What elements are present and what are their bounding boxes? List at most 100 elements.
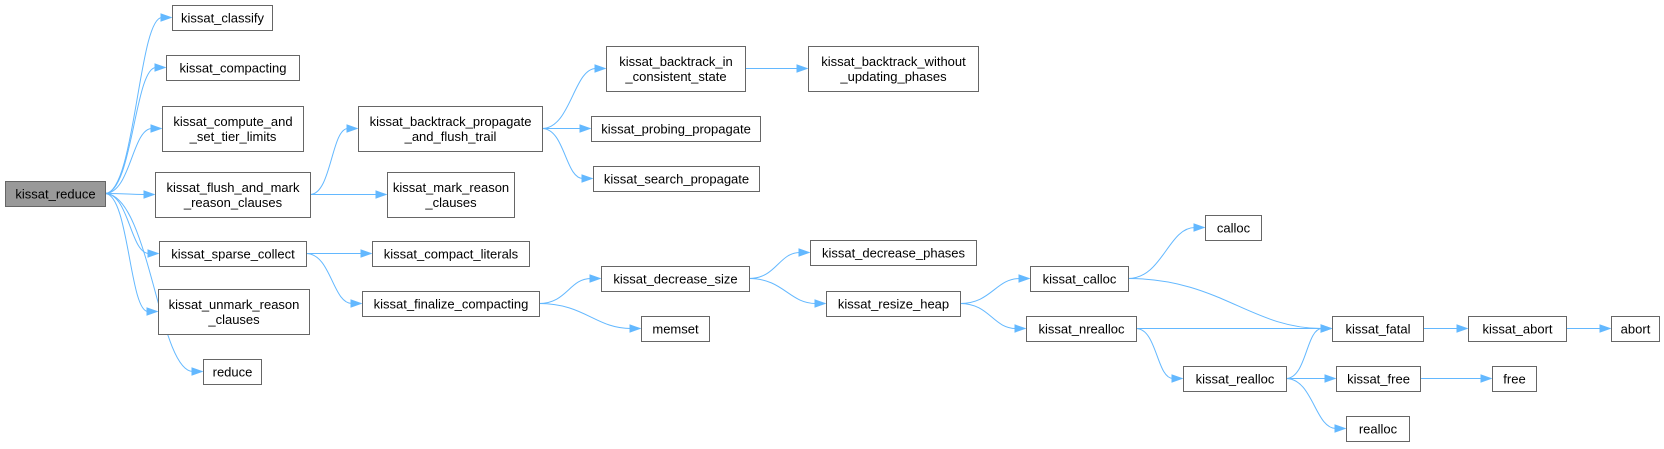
node-kissat-compute-and-set-tier-limits[interactable]: kissat_compute_and_set_tier_limits	[162, 106, 304, 152]
node-box	[387, 172, 515, 218]
node-label: realloc	[1359, 422, 1398, 437]
node-box	[159, 241, 307, 267]
node-label: free	[1503, 372, 1525, 387]
node-label: _clauses	[424, 195, 477, 210]
node-kissat-compacting[interactable]: kissat_compacting	[166, 55, 300, 81]
node-kissat-backtrack-in-consistent-state[interactable]: kissat_backtrack_in_consistent_state	[606, 46, 746, 92]
node-kissat-classify[interactable]: kissat_classify	[172, 5, 273, 31]
node-kissat-finalize-compacting[interactable]: kissat_finalize_compacting	[362, 291, 540, 317]
edge-kissat_backtrack_propagate_and_flush_trail-to-kissat_backtrack_in_consistent_state	[541, 64, 607, 129]
edge-line	[541, 128, 584, 179]
edge-kissat_flush_and_mark_reason_clauses-to-kissat_backtrack_propagate_and_flush_trail	[309, 124, 359, 195]
node-box	[1611, 316, 1660, 342]
node-kissat-nrealloc[interactable]: kissat_nrealloc	[1026, 316, 1137, 342]
edge-kissat_backtrack_in_consistent_state-to-kissat_backtrack_without_updating_phases	[744, 64, 809, 73]
edge-line	[104, 193, 149, 312]
edge-arrowhead	[1456, 324, 1469, 333]
node-kissat-decrease-size[interactable]: kissat_decrease_size	[601, 266, 750, 292]
node-kissat-calloc[interactable]: kissat_calloc	[1030, 266, 1129, 292]
edge-arrowhead	[146, 307, 159, 316]
node-box	[358, 106, 543, 152]
edge-kissat_calloc-to-calloc	[1127, 223, 1206, 279]
node-kissat-probing-propagate[interactable]: kissat_probing_propagate	[591, 116, 761, 142]
edge-arrowhead	[360, 249, 373, 258]
edge-line	[748, 278, 817, 304]
node-label: kissat_sparse_collect	[171, 247, 295, 262]
node-kissat-backtrack-propagate-and-flush-trail[interactable]: kissat_backtrack_propagate_and_flush_tra…	[358, 106, 543, 152]
node-layer: kissat_reduce kissat_classify kissat_compa…	[5, 5, 1660, 442]
node-label: memset	[652, 322, 699, 337]
node-kissat-fatal[interactable]: kissat_fatal	[1332, 316, 1424, 342]
node-kissat-free[interactable]: kissat_free	[1336, 366, 1421, 392]
edge-kissat_decrease_size-to-kissat_resize_heap	[748, 278, 827, 308]
edge-kissat_sparse_collect-to-kissat_compact_literals	[305, 249, 373, 258]
edge-kissat_abort-to-abort	[1566, 324, 1612, 333]
node-kissat-search-propagate[interactable]: kissat_search_propagate	[593, 166, 760, 192]
edge-arrowhead	[629, 324, 642, 333]
node-label: kissat_resize_heap	[838, 297, 949, 312]
node-label: kissat_reduce	[15, 187, 95, 202]
node-box	[162, 106, 304, 152]
node-label: _consistent_state	[624, 69, 726, 84]
node-label: _set_tier_limits	[189, 129, 277, 144]
edge-line	[538, 303, 632, 329]
edge-kissat_nrealloc-to-kissat_fatal	[1136, 324, 1333, 333]
node-label: kissat_probing_propagate	[601, 122, 751, 137]
node-box	[1030, 266, 1129, 292]
edge-line	[104, 193, 194, 372]
edge-kissat_realloc-to-realloc	[1285, 378, 1347, 433]
edge-arrowhead	[798, 248, 811, 257]
edge-arrowhead	[1480, 374, 1493, 383]
node-free[interactable]: free	[1492, 366, 1537, 392]
node-box	[362, 291, 540, 317]
edge-kissat_reduce-to-kissat_compacting	[104, 63, 167, 194]
node-label: kissat_classify	[181, 11, 265, 26]
node-box	[5, 181, 106, 207]
node-kissat-realloc[interactable]: kissat_realloc	[1183, 366, 1287, 392]
edge-line	[1285, 378, 1337, 429]
node-kissat-resize-heap[interactable]: kissat_resize_heap	[826, 291, 961, 317]
node-kissat-abort[interactable]: kissat_abort	[1468, 316, 1567, 342]
edge-kissat_resize_heap-to-kissat_calloc	[959, 274, 1031, 304]
node-box	[155, 172, 311, 218]
edge-line	[104, 17, 163, 194]
node-calloc[interactable]: calloc	[1205, 215, 1262, 241]
edge-kissat_reduce-to-kissat_sparse_collect	[104, 193, 160, 258]
node-label: kissat_nrealloc	[1039, 322, 1125, 337]
edge-arrowhead	[191, 367, 204, 376]
node-label: kissat_backtrack_in	[619, 54, 732, 69]
node-label: kissat_compacting	[180, 61, 287, 76]
edge-arrowhead	[796, 64, 809, 73]
edge-layer	[104, 13, 1612, 433]
edge-line	[959, 303, 1017, 329]
node-kissat-reduce[interactable]: kissat_reduce	[5, 181, 106, 207]
node-kissat-sparse-collect[interactable]: kissat_sparse_collect	[159, 241, 307, 267]
node-kissat-backtrack-without-updating-phases[interactable]: kissat_backtrack_without_updating_phases	[808, 46, 979, 92]
node-kissat-flush-and-mark-reason-clauses[interactable]: kissat_flush_and_mark_reason_clauses	[155, 172, 311, 218]
edge-kissat_backtrack_propagate_and_flush_trail-to-kissat_probing_propagate	[541, 124, 592, 133]
edge-kissat_sparse_collect-to-kissat_finalize_compacting	[305, 253, 363, 308]
edge-kissat_fatal-to-kissat_abort	[1423, 324, 1469, 333]
node-kissat-mark-reason-clauses[interactable]: kissat_mark_reason_clauses	[387, 172, 515, 218]
edge-arrowhead	[143, 190, 156, 199]
node-label: _updating_phases	[839, 69, 947, 84]
node-label: reduce	[213, 365, 253, 380]
edge-arrowhead	[154, 63, 167, 72]
edge-arrowhead	[1014, 324, 1027, 333]
node-kissat-compact-literals[interactable]: kissat_compact_literals	[372, 241, 530, 267]
edge-line	[104, 128, 153, 194]
edge-kissat_calloc-to-kissat_fatal	[1127, 278, 1333, 333]
node-box	[203, 359, 262, 385]
node-reduce[interactable]: reduce	[203, 359, 262, 385]
node-box	[1026, 316, 1137, 342]
node-realloc[interactable]: realloc	[1346, 416, 1410, 442]
node-box	[372, 241, 530, 267]
node-kissat-decrease-phases[interactable]: kissat_decrease_phases	[810, 240, 977, 266]
node-label: kissat_compact_literals	[384, 247, 519, 262]
edge-line	[1127, 227, 1196, 279]
edge-arrowhead	[1193, 223, 1206, 232]
node-abort[interactable]: abort	[1611, 316, 1660, 342]
node-memset[interactable]: memset	[641, 316, 710, 342]
node-kissat-unmark-reason-clauses[interactable]: kissat_unmark_reason_clauses	[158, 289, 310, 335]
